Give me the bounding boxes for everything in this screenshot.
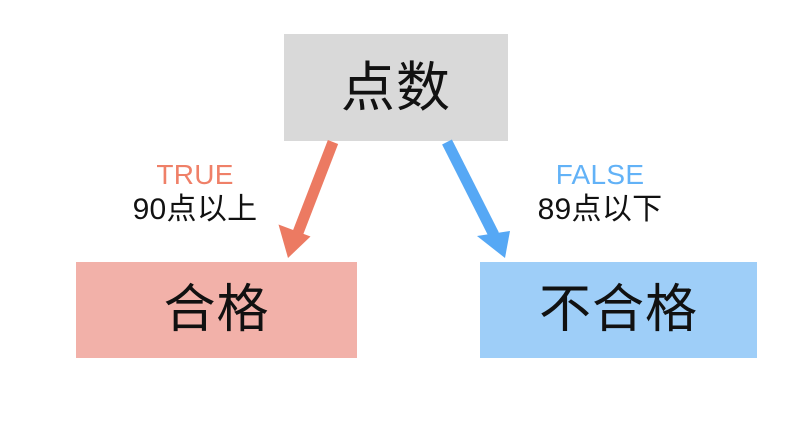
edge-detail-false: 89点以下 bbox=[537, 192, 663, 226]
node-score[interactable]: 点数 bbox=[284, 34, 508, 141]
node-result-fail[interactable]: 不合格 bbox=[480, 262, 757, 358]
node-result-pass[interactable]: 合格 bbox=[76, 262, 357, 358]
edge-detail-true: 90点以上 bbox=[132, 192, 258, 226]
edge-label-false: FALSE 89点以下 bbox=[505, 159, 695, 229]
node-result-fail-label: 不合格 bbox=[538, 281, 699, 339]
arrow-false bbox=[442, 139, 510, 258]
arrow-true bbox=[278, 140, 339, 258]
edge-label-true: TRUE 90点以上 bbox=[104, 159, 286, 229]
edge-condition-true: TRUE bbox=[156, 159, 234, 190]
node-result-pass-label: 合格 bbox=[163, 281, 270, 339]
node-score-label: 点数 bbox=[340, 57, 452, 118]
edge-condition-false: FALSE bbox=[555, 159, 645, 190]
